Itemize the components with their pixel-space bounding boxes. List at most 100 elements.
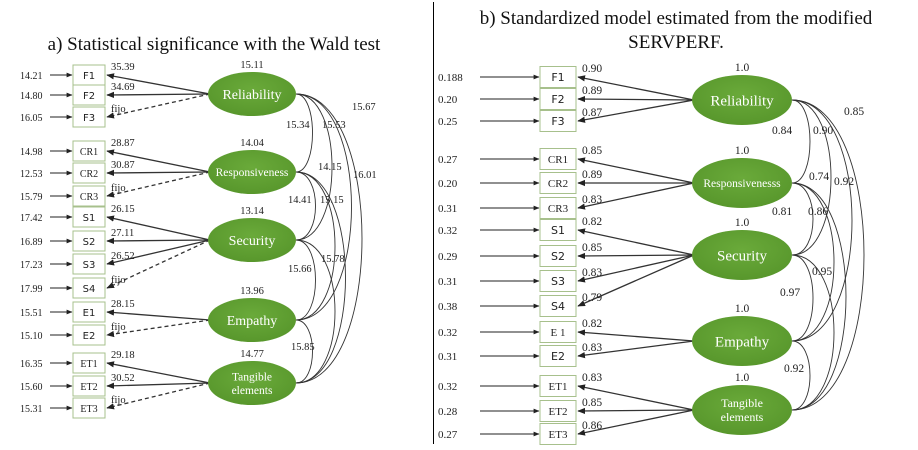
indicator-box [72, 206, 106, 228]
latent-factor-ellipse [208, 298, 296, 342]
loading-arrow [577, 99, 695, 123]
indicator-box [539, 66, 577, 88]
covariance-label: 14.15 [318, 162, 342, 173]
covariance-label: 0.95 [812, 266, 832, 278]
latent-factor-label: elements [721, 410, 764, 424]
error-variance-label: 14.80 [20, 91, 43, 102]
latent-factor-ellipse [692, 158, 792, 208]
loading-arrow [106, 91, 211, 99]
indicator-box [72, 162, 106, 184]
loading-label: fijo [111, 395, 126, 406]
error-variance-label: 12.53 [20, 169, 43, 180]
covariance-arc [295, 93, 363, 384]
loading-label: 0.82 [582, 216, 602, 228]
indicator-box [539, 88, 577, 110]
error-variance-label: 0.25 [438, 116, 458, 128]
loading-label: 0.83 [582, 267, 602, 279]
panel-standardized-model: b) Standardized model estimated from the… [434, 0, 918, 450]
loading-label: fijo [111, 322, 126, 333]
loading-label: 0.85 [582, 145, 602, 157]
covariance-label: 15.15 [320, 195, 344, 206]
latent-factor-ellipse [208, 72, 296, 116]
indicator-label: F1 [551, 71, 564, 84]
indicator-label: CR2 [80, 169, 98, 180]
indicator-box [539, 197, 577, 219]
covariance-label: 15.53 [322, 120, 346, 131]
covariance-arc [295, 93, 313, 173]
covariance-label: 15.66 [288, 264, 312, 275]
fixed-loading-arrow [106, 319, 211, 338]
loading-label: 0.83 [582, 372, 602, 384]
indicator-label: S2 [83, 237, 96, 248]
error-variance-label: 0.188 [438, 72, 463, 84]
loading-arrow [106, 239, 211, 266]
covariance-arc [295, 171, 316, 241]
loading-arrow [577, 95, 695, 103]
loading-label: 28.87 [111, 138, 135, 149]
covariance-label: 0.90 [813, 125, 833, 137]
covariance-arc [791, 254, 814, 342]
covariance-label: 0.84 [772, 125, 792, 137]
covariance-arc [295, 93, 333, 241]
loading-arrow [106, 237, 211, 245]
latent-factor-ellipse [208, 361, 296, 405]
indicator-label: S2 [551, 250, 565, 263]
indicator-label: S1 [83, 213, 96, 224]
error-variance-label: 0.29 [438, 251, 458, 263]
indicator-box [539, 172, 577, 194]
indicator-label: F3 [83, 113, 95, 124]
loading-label: 35.39 [111, 62, 135, 73]
covariance-arc [791, 254, 835, 411]
error-variance-label: 0.31 [438, 276, 457, 288]
indicator-label: ET2 [80, 382, 97, 393]
loading-arrow [577, 182, 695, 210]
indicator-label: E2 [83, 331, 96, 342]
indicator-box [72, 277, 106, 299]
indicator-label: F2 [551, 93, 564, 106]
loading-arrow [577, 407, 695, 415]
covariance-label: 0.85 [844, 106, 864, 118]
covariance-label: 0.97 [780, 287, 800, 299]
indicator-box [539, 270, 577, 292]
indicator-label: ET1 [549, 381, 568, 393]
indicator-box [72, 106, 106, 128]
error-variance-label: 0.27 [438, 429, 458, 441]
covariance-arc [791, 99, 853, 342]
error-variance-label: 0.31 [438, 351, 457, 363]
loading-label: 0.89 [582, 169, 602, 181]
panel-a-title: a) Statistical significance with the Wal… [47, 34, 381, 55]
indicator-label: S3 [83, 260, 96, 271]
factor-variance-label: 14.04 [240, 138, 264, 149]
factor-variance-label: 1.0 [735, 145, 750, 157]
error-variance-label: 15.10 [20, 331, 43, 342]
covariance-label: 0.74 [809, 171, 829, 183]
loading-arrow [106, 215, 211, 241]
indicator-label: ET2 [549, 406, 568, 418]
fixed-loading-arrow [106, 93, 211, 119]
indicator-box [539, 400, 577, 422]
latent-factor-ellipse [692, 385, 792, 435]
indicator-box [72, 84, 106, 106]
error-variance-label: 14.21 [20, 71, 43, 82]
loading-arrow [106, 361, 211, 384]
error-variance-label: 15.51 [20, 308, 43, 319]
latent-factor-label: Security [717, 248, 767, 264]
loading-label: 26.52 [111, 251, 135, 262]
indicator-box [72, 375, 106, 397]
indicator-label: F2 [83, 91, 95, 102]
error-variance-label: 0.28 [438, 406, 458, 418]
factor-variance-label: 13.14 [240, 206, 264, 217]
covariance-label: 0.86 [808, 206, 828, 218]
indicator-label: S4 [551, 300, 565, 313]
latent-factor-label: Responsivenesss [703, 178, 781, 190]
error-variance-label: 16.35 [20, 359, 43, 370]
loading-arrow [577, 409, 695, 436]
error-variance-label: 17.42 [20, 213, 43, 224]
error-variance-label: 17.23 [20, 260, 43, 271]
latent-factor-label: Reliability [710, 93, 774, 109]
error-variance-label: 16.89 [20, 237, 43, 248]
latent-factor-ellipse [208, 150, 296, 194]
indicator-label: F3 [551, 115, 564, 128]
covariance-label: 14.41 [288, 195, 312, 206]
